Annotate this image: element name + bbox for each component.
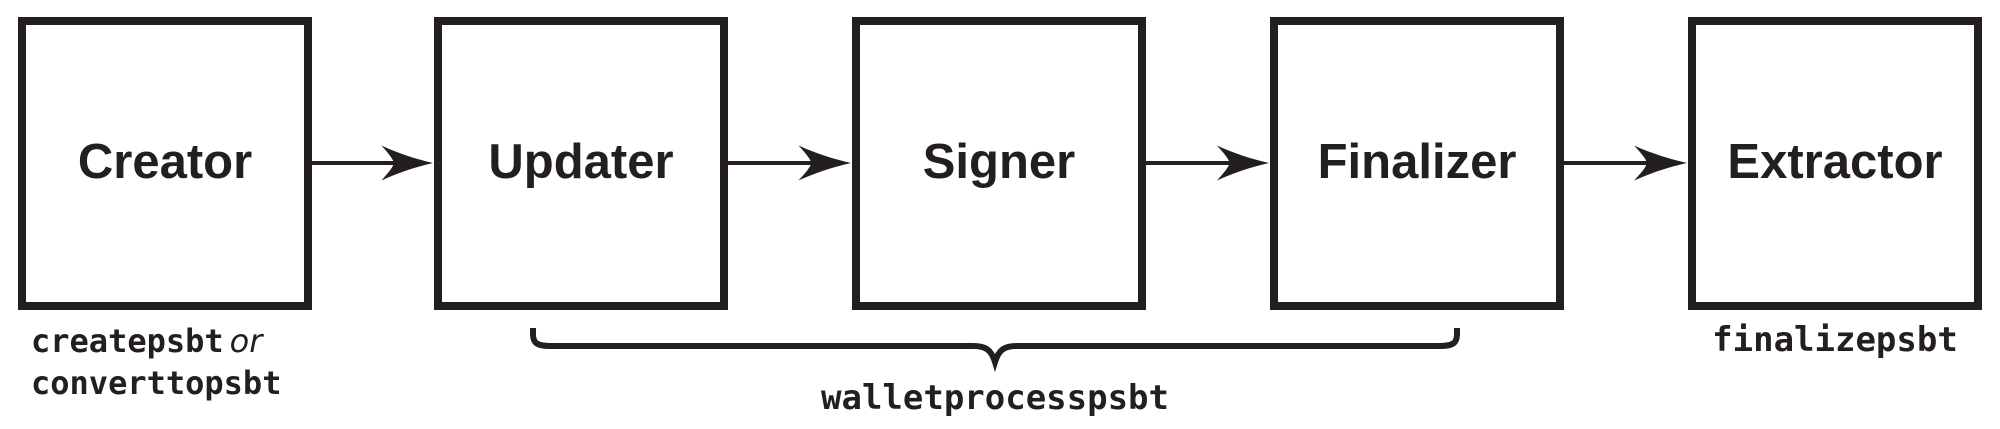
flow-arrow-signer-to-finalizer-icon [1146,145,1270,181]
flow-box-signer: Signer [852,17,1146,310]
flow-arrow-creator-to-updater-icon [311,145,434,181]
extractor-caption: finalizepsbt [1712,320,1958,360]
creator-command-2: converttopsbt [31,364,282,402]
flow-box-extractor: Extractor [1688,17,1982,310]
flow-box-finalizer-label: Finalizer [1317,134,1517,189]
flow-box-creator-label: Creator [77,134,253,189]
flow-box-creator: Creator [18,17,312,310]
flow-box-finalizer: Finalizer [1270,17,1564,310]
creator-command-1: createpsbt [31,322,224,360]
brace-icon [530,328,1460,372]
flow-box-extractor-label: Extractor [1727,134,1943,189]
flow-arrow-updater-to-signer-icon [727,145,852,181]
flow-box-updater: Updater [434,17,728,310]
creator-caption-conjunction: or [229,322,263,360]
brace-caption: walletprocesspsbt [821,378,1169,418]
flow-box-updater-label: Updater [488,134,674,189]
flow-arrow-finalizer-to-extractor-icon [1562,145,1687,181]
flow-box-signer-label: Signer [922,134,1076,189]
